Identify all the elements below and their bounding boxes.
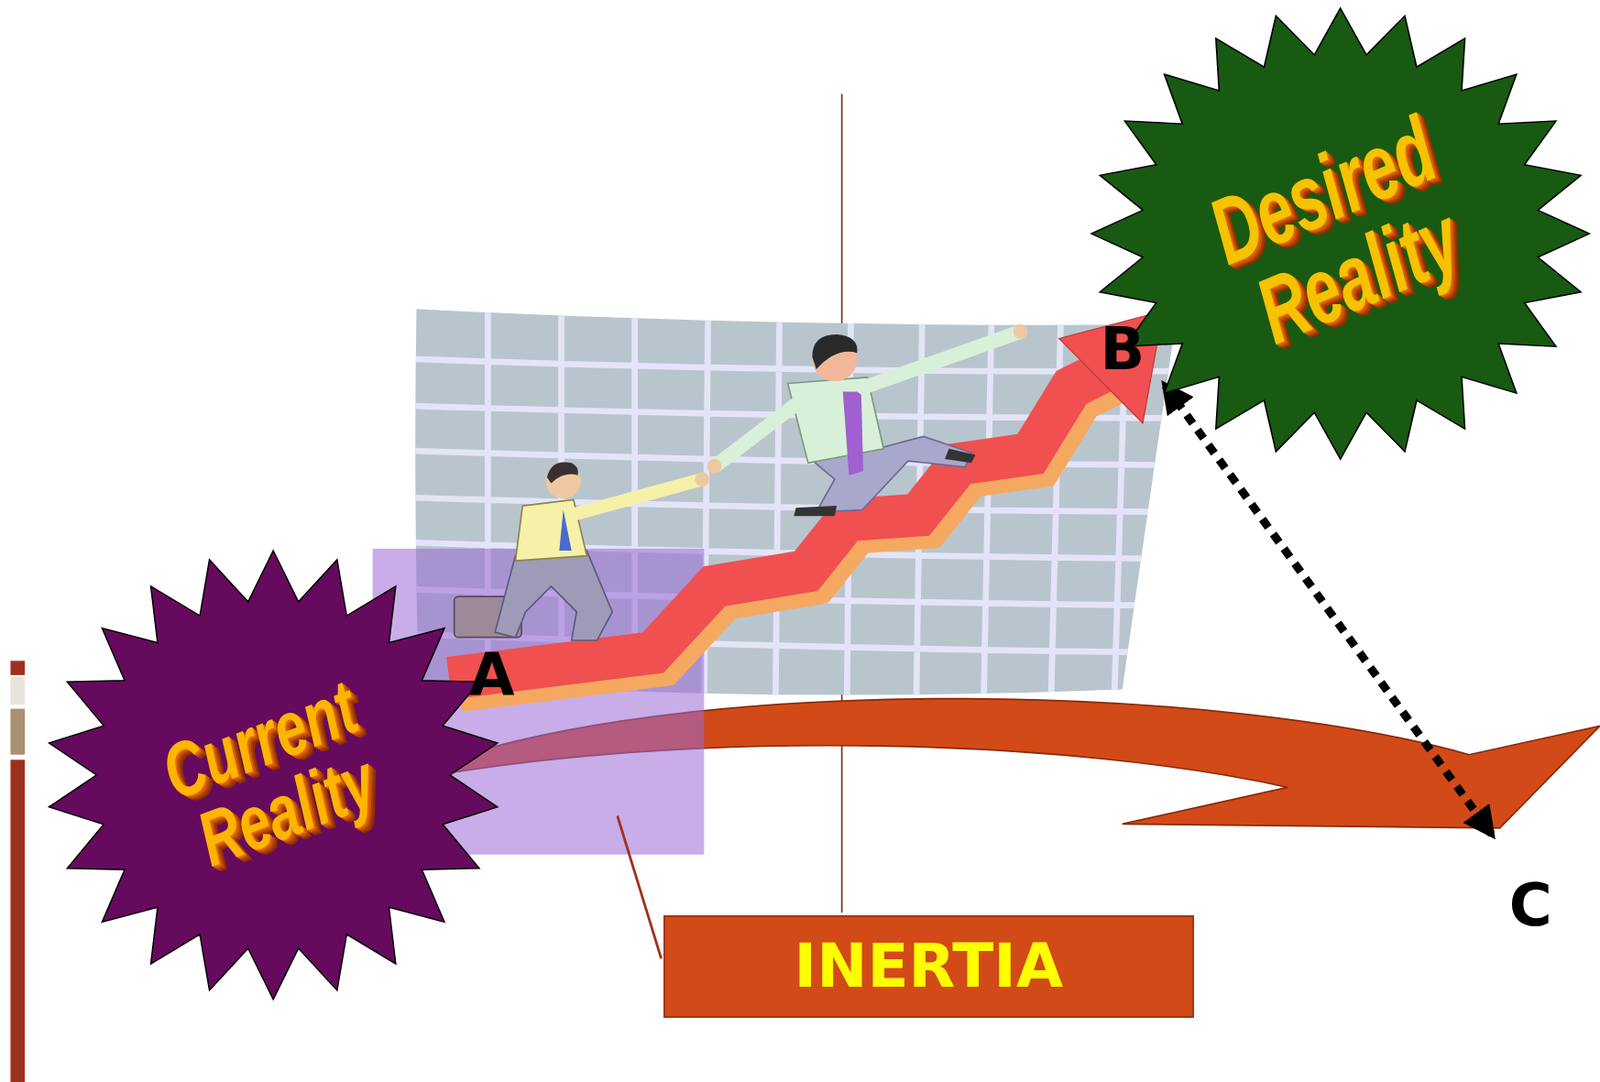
climber-arm [716, 399, 803, 465]
starburst-node: Desired Reality [1091, 8, 1590, 460]
edge-bar [10, 660, 25, 676]
starburst-shape [1091, 8, 1590, 460]
edge-bar [10, 677, 25, 705]
climber-arm [863, 332, 1019, 388]
starburst-shape [49, 550, 498, 1000]
climber-legs [494, 550, 613, 641]
climber-hand [707, 459, 723, 474]
climber-hand [694, 471, 710, 487]
point-label: C [1509, 876, 1553, 935]
climber-hair [547, 462, 579, 484]
climber-tie [843, 391, 864, 475]
stair-arrow [449, 367, 1113, 679]
label-box: INERTIA [663, 915, 1195, 1019]
leader-line [617, 815, 662, 959]
point-label: B [1099, 319, 1145, 379]
climber-hair [811, 334, 857, 370]
point-label: A [469, 646, 516, 705]
climber-arm [571, 479, 702, 516]
edge-bar [10, 759, 25, 1082]
starburst-node: Current Reality [46, 550, 500, 1000]
box-title: INERTIA [794, 933, 1064, 1001]
edge-bar [10, 709, 25, 756]
gap-arrow [1164, 385, 1491, 835]
climber-hand [1013, 324, 1029, 340]
